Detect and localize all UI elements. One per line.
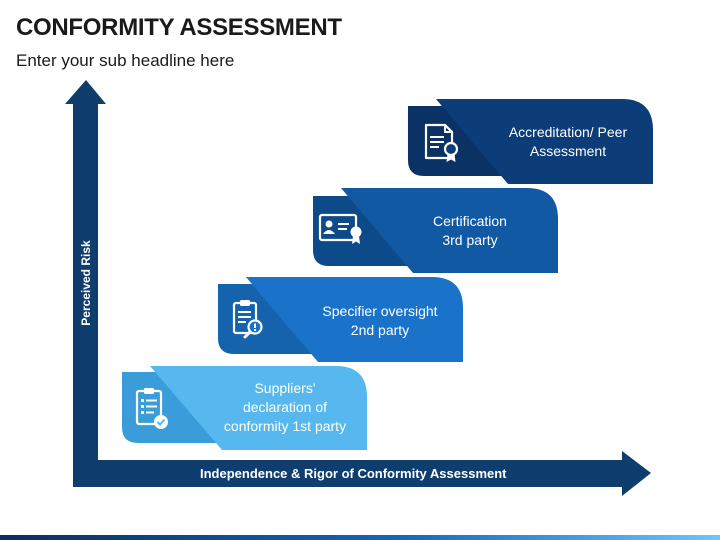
x-axis-label: Independence & Rigor of Conformity Asses… bbox=[200, 466, 507, 481]
step-3-shape bbox=[313, 188, 558, 273]
clipboard-search-icon bbox=[232, 300, 263, 339]
y-axis-label: Perceived Risk bbox=[79, 240, 93, 326]
x-axis-arrow bbox=[73, 451, 651, 496]
page-title: CONFORMITY ASSESSMENT bbox=[16, 14, 342, 41]
footer-bar bbox=[0, 535, 720, 540]
certificate-icon bbox=[318, 213, 362, 244]
y-axis-arrow bbox=[65, 80, 106, 460]
clipboard-check-icon bbox=[135, 388, 168, 429]
accreditation-document-icon bbox=[424, 123, 459, 162]
page-subtitle: Enter your sub headline here bbox=[16, 51, 235, 70]
